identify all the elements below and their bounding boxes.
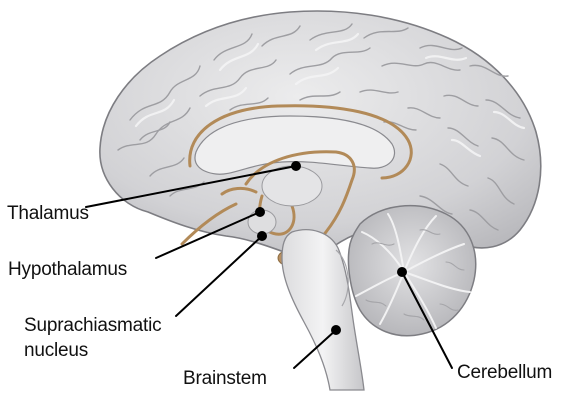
- hypothalamus-label: Hypothalamus: [8, 259, 127, 281]
- cerebellum-shape: [348, 206, 475, 336]
- scn-label-line2: nucleus: [24, 340, 88, 362]
- scn-pointer: [176, 236, 262, 316]
- thalamus-dot: [291, 161, 301, 171]
- scn-label-line1: Suprachiasmatic: [24, 315, 161, 337]
- thalamus-region: [262, 166, 322, 206]
- cerebellum-dot: [397, 267, 407, 277]
- scn-dot: [257, 231, 267, 241]
- cerebrum: [100, 11, 541, 255]
- thalamus-label: Thalamus: [7, 203, 89, 225]
- cerebellum-label: Cerebellum: [457, 362, 552, 384]
- hypothalamus-dot: [255, 207, 265, 217]
- brainstem-label: Brainstem: [183, 368, 267, 390]
- brainstem-dot: [331, 325, 341, 335]
